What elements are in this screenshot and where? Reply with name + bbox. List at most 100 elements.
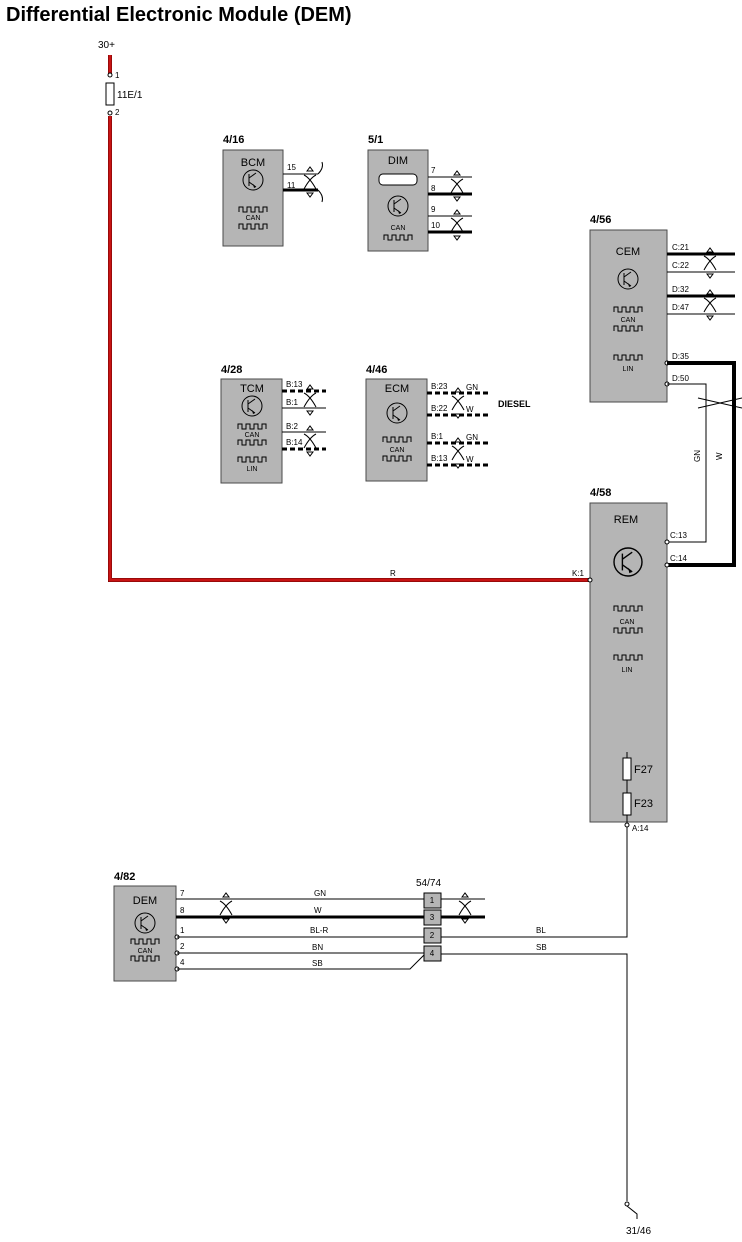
dem-can-label: CAN [138, 948, 153, 955]
dim-module [367, 149, 429, 252]
cem-pin-c21: C:21 [672, 243, 689, 252]
fuse-pin-2-dot [107, 110, 113, 116]
connector-pin-1-block [423, 892, 442, 909]
dim-pin-8: 8 [431, 184, 436, 193]
ground-terminal [624, 1201, 630, 1207]
connector-pin-2: 2 [430, 931, 435, 940]
connector-to-ground-wire-color: SB [536, 943, 547, 952]
ecm-pin-b1: B:1 [431, 432, 444, 441]
rem-fuse-f27-label: F27 [634, 764, 653, 776]
rem-to-connector-wire-bl [441, 827, 628, 938]
power-wire-color: R [390, 569, 396, 578]
dim-pin-9: 9 [431, 205, 436, 214]
cem-pin-d35: D:35 [672, 352, 689, 361]
rem-pin-c13: C:13 [670, 531, 687, 540]
dem-pin-7: 7 [180, 889, 185, 898]
cem-ref: 4/56 [590, 214, 611, 226]
ecm-wire-color-2: W [466, 405, 474, 414]
bcm-name: BCM [241, 157, 265, 169]
cem-pin-d50: D:50 [672, 374, 689, 383]
bcm-pin-15: 15 [287, 163, 296, 172]
cem-rem-wire-w [667, 361, 736, 567]
tcm-pin-b1: B:1 [286, 398, 299, 407]
rem-fuse-f27 [622, 757, 632, 781]
tcm-can-label: CAN [245, 432, 260, 439]
dem-pin-2: 2 [180, 942, 185, 951]
ecm-can-label: CAN [390, 447, 405, 454]
dim-name: DIM [388, 155, 408, 167]
ecm-wire-color-1: GN [466, 383, 478, 392]
cem-can-label: CAN [621, 317, 636, 324]
ground-label: 31/46 [626, 1226, 651, 1237]
dem-wire-gn-color: GN [314, 889, 326, 898]
fuse-label: 11E/1 [117, 90, 143, 101]
bcm-can-label: CAN [246, 215, 261, 222]
dem-name: DEM [133, 895, 157, 907]
rem-pin-c14: C:14 [670, 554, 687, 563]
fuse-11e1 [105, 82, 115, 106]
rem-fuse-f23-label: F23 [634, 798, 653, 810]
ecm-wire-color-4: W [466, 455, 474, 464]
bcm-pin-11: 11 [287, 181, 296, 190]
dim-ref: 5/1 [368, 134, 383, 146]
dem-wire-sb [177, 954, 425, 970]
dem-wire-bl-r-color: BL-R [310, 926, 328, 935]
ecm-ref: 4/46 [366, 364, 387, 376]
tcm-name: TCM [240, 383, 264, 395]
cem-module [589, 229, 668, 403]
rem-name: REM [614, 514, 638, 526]
dem-pin-1: 1 [180, 926, 185, 935]
rem-ref: 4/58 [590, 487, 611, 499]
page-title: Differential Electronic Module (DEM) [6, 4, 352, 26]
cem-lin-label: LIN [623, 366, 634, 373]
dem-ref: 4/82 [114, 871, 135, 883]
dim-pin-10: 10 [431, 221, 440, 230]
ecm-pin-b22: B:22 [431, 404, 448, 413]
cem-pin-c22: C:22 [672, 261, 689, 270]
dem-wire-w-color: W [314, 906, 322, 915]
ecm-pin-b23: B:23 [431, 382, 448, 391]
dim-can-label: CAN [391, 225, 406, 232]
dem-module [113, 885, 177, 982]
bcm-ref: 4/16 [223, 134, 244, 146]
power-wire-outline [108, 116, 590, 582]
supply-label: 30+ [98, 40, 115, 51]
rem-pin-k1: K:1 [572, 569, 585, 578]
cem-name: CEM [616, 246, 640, 258]
tcm-pin-b13: B:13 [286, 380, 303, 389]
dem-wire-sb-color: SB [312, 959, 323, 968]
cem-pin-d32: D:32 [672, 285, 689, 294]
dem-pin-8: 8 [180, 906, 185, 915]
connector-pin-2-block [423, 927, 442, 944]
connector-pin-1: 1 [430, 896, 435, 905]
bcm-module [222, 149, 284, 247]
rem-pin-a14: A:14 [632, 824, 649, 833]
dim-pin-7: 7 [431, 166, 436, 175]
fuse-pin-1-dot [107, 72, 113, 78]
dem-pin-4: 4 [180, 958, 185, 967]
ecm-pin-b13: B:13 [431, 454, 448, 463]
rem-can-label: CAN [620, 619, 635, 626]
rem-fuse-f23 [622, 792, 632, 816]
rem-lin-label: LIN [622, 667, 633, 674]
rem-to-connector-wire-color: BL [536, 926, 546, 935]
fuse-pin-top: 1 [115, 71, 120, 80]
connector-pin-4: 4 [430, 949, 435, 958]
cem-pin-d47: D:47 [672, 303, 689, 312]
fuse-pin-bottom: 2 [115, 108, 120, 117]
tcm-pin-b14: B:14 [286, 438, 303, 447]
cem-rem-wire-gn [667, 383, 707, 543]
ecm-variant-note: DIESEL [498, 399, 531, 409]
tcm-lin-label: LIN [247, 466, 258, 473]
connector-pin-3: 3 [430, 913, 435, 922]
dim-display-icon [378, 173, 418, 186]
cem-rem-wire-w-color: W [715, 452, 724, 460]
connector-to-ground-wire-sb [441, 953, 628, 1201]
power-wire [108, 116, 590, 582]
tcm-pin-b2: B:2 [286, 422, 299, 431]
dem-wire-bn-color: BN [312, 943, 323, 952]
ecm-name: ECM [385, 383, 409, 395]
connector-ref: 54/74 [416, 878, 441, 889]
ecm-module [365, 378, 428, 482]
